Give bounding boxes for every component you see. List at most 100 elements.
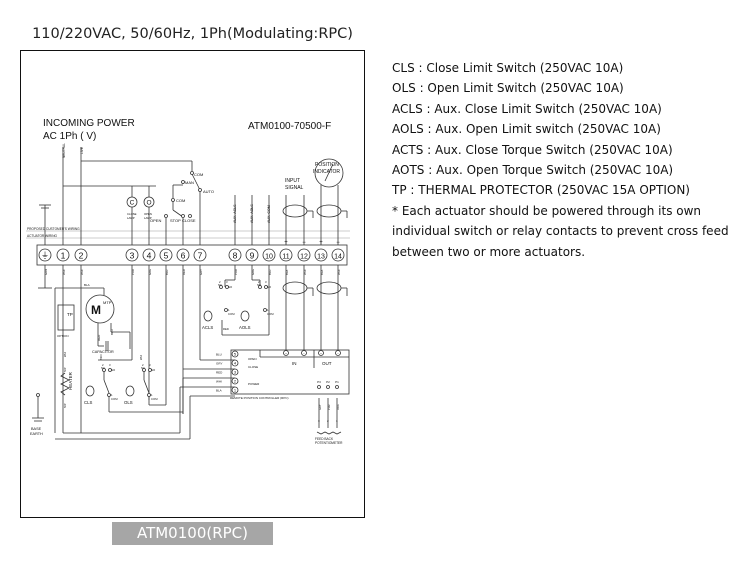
polarity-sign: − bbox=[336, 240, 340, 246]
terminal-number: 8 bbox=[233, 251, 238, 261]
contact-num: 1 bbox=[228, 308, 230, 312]
model-number: ATM0100-70500-F bbox=[248, 121, 331, 132]
heater-label: HEATER bbox=[68, 371, 73, 390]
contact-num: 3 bbox=[109, 363, 111, 367]
terminal-number: 12 bbox=[300, 254, 308, 261]
mtp-label: MTP bbox=[103, 300, 112, 305]
rpc-terminal-4 bbox=[231, 359, 239, 367]
switch-no-contact bbox=[264, 285, 268, 289]
contact-num: 3 bbox=[265, 280, 267, 284]
terminal-12 bbox=[297, 248, 311, 262]
base-earth-terminal bbox=[36, 393, 40, 397]
wire-color-label: GRN bbox=[44, 269, 48, 275]
wire-color-label: GRE bbox=[251, 269, 255, 275]
rpc-wire-color: BLA bbox=[216, 389, 222, 393]
terminal-number: 3 bbox=[130, 251, 135, 261]
wire-color-label: WHI bbox=[62, 269, 66, 275]
base-earth-label: EARTH bbox=[30, 432, 43, 436]
wire-color-label: WHI bbox=[303, 269, 307, 275]
terminal-number: 11 bbox=[282, 254, 289, 261]
switch-no-contact bbox=[225, 285, 229, 289]
rpc-signal-polarity: + bbox=[320, 352, 322, 356]
contact-label: COM bbox=[111, 397, 118, 401]
switch-contact bbox=[198, 188, 202, 192]
legend-item: OLS : Open Limit Switch (250VAC 10A) bbox=[392, 81, 624, 96]
switch-contact bbox=[188, 214, 192, 218]
motor-wire-label: BLU bbox=[110, 329, 114, 335]
terminal-1 bbox=[56, 248, 70, 262]
polarity-sign: − bbox=[302, 240, 306, 246]
legend-item: AOTS : Aux. Open Torque Switch (250VAC 1… bbox=[392, 163, 674, 178]
legend-item: TP : THERMAL PROTECTOR (250VAC 15A OPTIO… bbox=[392, 183, 690, 198]
rpc-in-label: IN bbox=[292, 361, 297, 366]
contact-num: 2 bbox=[258, 280, 260, 284]
contact-label: NO bbox=[111, 368, 116, 372]
rpc-open-label: OPEN bbox=[248, 357, 257, 361]
heater-wire: 50P bbox=[63, 403, 67, 408]
switch-nc-contact bbox=[102, 368, 106, 372]
feedback-label: POTENTIOMETER bbox=[315, 441, 343, 445]
switch-nc-contact bbox=[258, 285, 262, 289]
motor-wire-label: RED bbox=[97, 334, 101, 341]
switch-com-contact bbox=[263, 308, 267, 312]
heater-wire: 50P bbox=[63, 367, 67, 372]
feedback-wire: PUR bbox=[327, 404, 331, 410]
actuator-wiring-label: ACTUATOR WIRING bbox=[27, 234, 58, 238]
switch-label: ACLS bbox=[202, 325, 213, 330]
selector-close: CLOSE bbox=[182, 218, 196, 223]
rpc-wire-color: GRY bbox=[216, 362, 222, 366]
wire-color-label: WHI bbox=[80, 269, 84, 275]
terminal-number: 4 bbox=[147, 251, 152, 261]
feedback-num: 2 bbox=[327, 419, 329, 423]
rpc-title: REMOTE POSITION CONTROLLER (RPC) bbox=[230, 396, 289, 400]
rpc-pot-terminal bbox=[317, 385, 321, 389]
terminal-number: 6 bbox=[181, 251, 186, 261]
selector-open: OPEN bbox=[150, 218, 161, 223]
lamp-glyph: O bbox=[146, 200, 151, 207]
neutral-label: NEUTRAL bbox=[62, 143, 66, 158]
rpc-signal-terminal bbox=[335, 350, 341, 356]
contact-label: NC bbox=[101, 366, 105, 370]
switch-com-contact bbox=[224, 308, 228, 312]
terminal-10 bbox=[262, 248, 276, 262]
rpc-signal-polarity: + bbox=[285, 352, 287, 356]
aux-label: AUX. COM bbox=[267, 205, 271, 223]
terminal-6 bbox=[176, 248, 190, 262]
switch-wire: BRO bbox=[99, 354, 103, 360]
terminal-5 bbox=[159, 248, 173, 262]
contact-label: NC bbox=[218, 283, 222, 287]
lamp-label: LAMP bbox=[144, 216, 152, 220]
terminal-11 bbox=[279, 248, 293, 262]
contact-num: 3 bbox=[149, 363, 151, 367]
rpc-terminal-num: 5 bbox=[234, 352, 237, 357]
feedback-num: 3 bbox=[318, 419, 320, 423]
base-earth-label: BASE bbox=[31, 427, 42, 431]
wire-color-label: BLU bbox=[165, 270, 169, 275]
contact-num: 3 bbox=[226, 280, 228, 284]
contact-num: 2 bbox=[102, 363, 104, 367]
feedback-wire: ORA bbox=[336, 404, 340, 410]
selector-com2: COM bbox=[176, 198, 185, 203]
terminal-number: 7 bbox=[198, 251, 203, 261]
wire-color-label: GRY bbox=[199, 269, 203, 275]
rpc-signal-polarity: − bbox=[337, 352, 339, 356]
legend-item: CLS : Close Limit Switch (250VAC 10A) bbox=[392, 61, 624, 75]
terminal-13 bbox=[314, 248, 328, 262]
contact-label: NO bbox=[228, 285, 233, 289]
wiring-note: * Each actuator should be powered throug… bbox=[392, 203, 729, 259]
lamp-label: OPEN bbox=[144, 212, 152, 216]
terminal-7 bbox=[193, 248, 207, 262]
contact-num: 2 bbox=[219, 280, 221, 284]
switch-wire: WHI bbox=[139, 355, 143, 360]
limit-switch-cam-icon bbox=[240, 310, 250, 322]
terminal-strip bbox=[36, 244, 348, 266]
contact-num: 1 bbox=[267, 308, 269, 312]
selector-com: COM bbox=[194, 172, 203, 177]
terminal-2 bbox=[74, 248, 88, 262]
terminal-number: 13 bbox=[317, 254, 325, 261]
model-caption: ATM0100(RPC) bbox=[112, 522, 273, 545]
rpc-terminal-2 bbox=[231, 377, 239, 385]
switch-com-contact bbox=[107, 393, 111, 397]
terminal-8 bbox=[228, 248, 242, 262]
heater-wire: WHI bbox=[63, 352, 67, 357]
